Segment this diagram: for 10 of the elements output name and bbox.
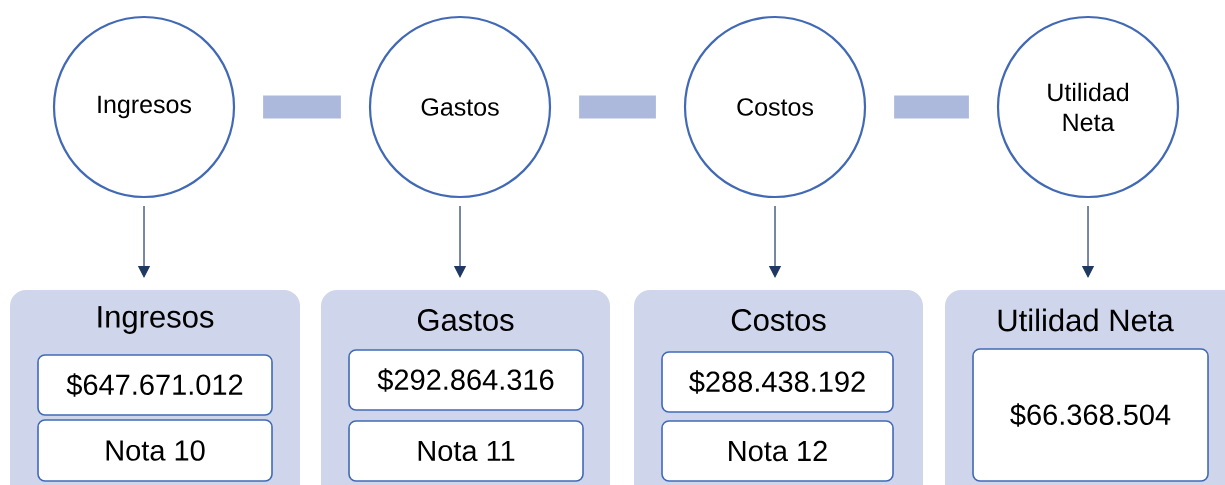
value-box: $66.368.504 bbox=[972, 348, 1209, 482]
value-box: Nota 11 bbox=[348, 420, 584, 482]
value-box: Nota 10 bbox=[37, 419, 273, 482]
connector-bar bbox=[579, 95, 656, 119]
connector-bar bbox=[894, 95, 969, 119]
value-box: $292.864.316 bbox=[348, 349, 584, 411]
value-box: $647.671.012 bbox=[37, 354, 273, 416]
value-box: $288.438.192 bbox=[661, 351, 894, 413]
connector-bar bbox=[263, 95, 341, 119]
value-box: Nota 12 bbox=[661, 420, 894, 482]
